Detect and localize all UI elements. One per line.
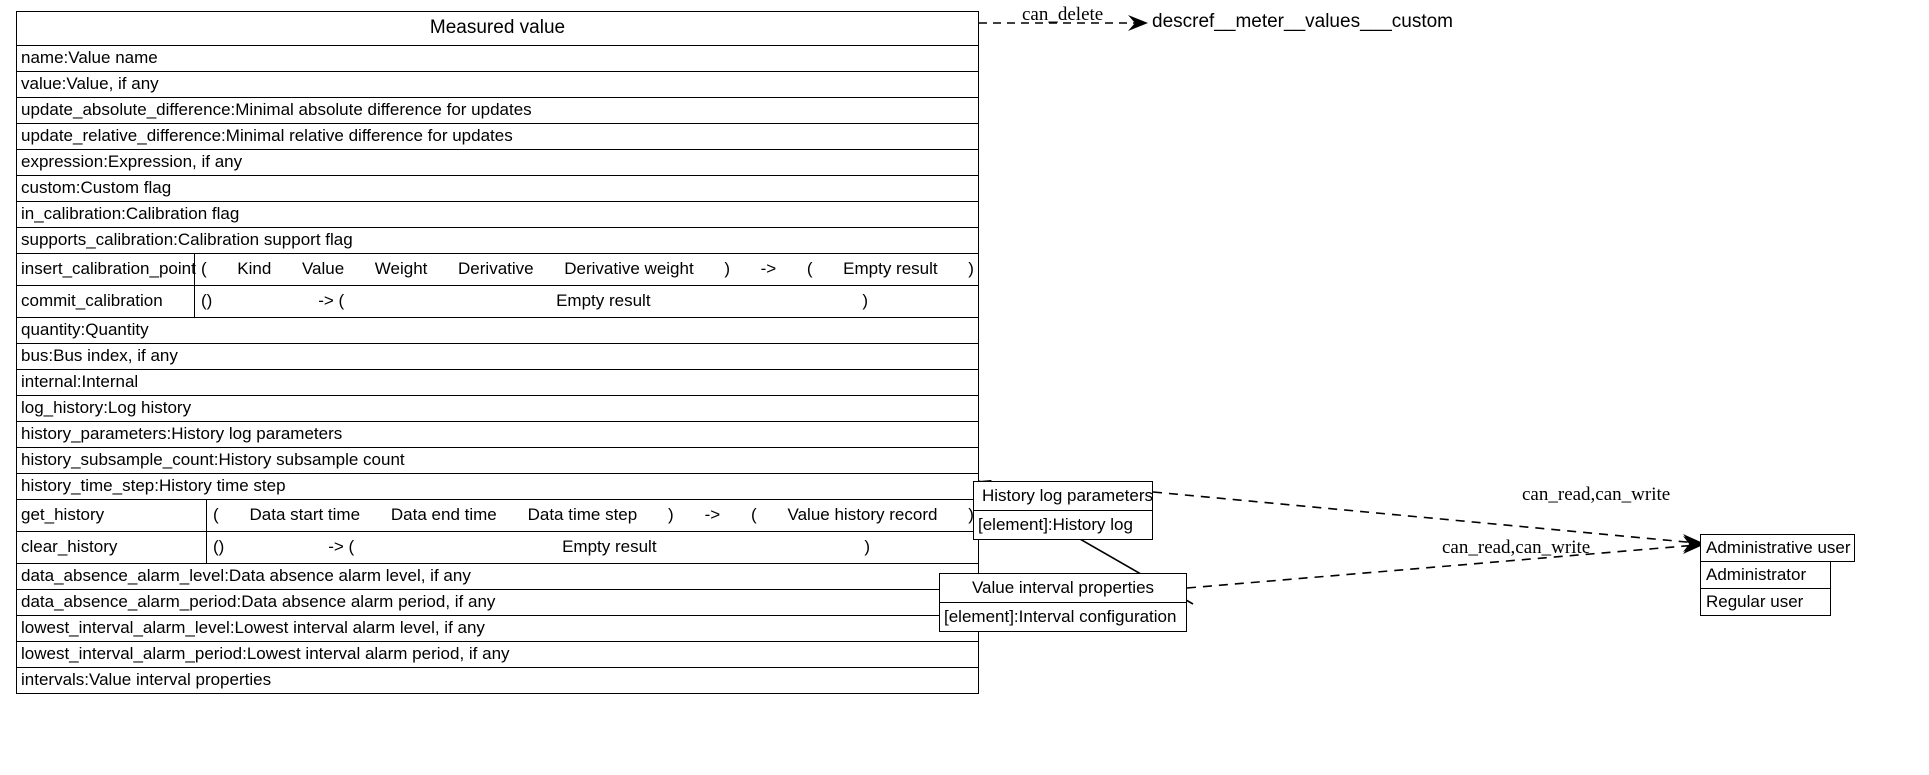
attribute-row: data_absence_alarm_level:Data absence al… <box>17 564 978 590</box>
sig-result: Empty result <box>843 259 938 278</box>
attribute-row: value:Value, if any <box>17 72 978 98</box>
attribute-row: intervals:Value interval properties <box>17 668 978 693</box>
class-title: Measured value <box>17 12 978 46</box>
sig-param: Derivative weight <box>564 259 694 278</box>
method-name: commit_calibration <box>17 286 195 317</box>
sig-result: Value history record <box>787 505 938 524</box>
sig-param: Derivative <box>458 259 534 278</box>
label-descref-meter-values-custom: descref__meter__values___custom <box>1152 11 1454 32</box>
attribute-row: lowest_interval_alarm_period:Lowest inte… <box>17 642 978 668</box>
sig-open-paren: () <box>201 291 213 310</box>
sig-param: Kind <box>237 259 272 278</box>
administrative-user-title: Administrative user <box>1700 534 1855 562</box>
attribute-row: supports_calibration:Calibration support… <box>17 228 978 254</box>
user-role-row: Administrator <box>1700 562 1831 589</box>
sig-param: Value <box>301 259 345 278</box>
sig-result-open: ( <box>806 259 813 278</box>
attribute-row: custom:Custom flag <box>17 176 978 202</box>
sig-result-close: ) <box>968 259 974 278</box>
sig-close-paren: ) <box>668 505 674 524</box>
attribute-row: history_subsample_count:History subsampl… <box>17 448 978 474</box>
method-name: get_history <box>17 500 207 531</box>
method-name: clear_history <box>17 532 207 563</box>
edge-label-can-read-can-write: can_read,can_write <box>1442 537 1591 558</box>
sig-arrow: -> <box>760 259 777 278</box>
attribute-row: quantity:Quantity <box>17 318 978 344</box>
method-signature: () -> ( Empty result ) <box>195 286 978 317</box>
sig-open-paren: () <box>213 537 225 556</box>
sig-param: Data end time <box>390 505 497 524</box>
attribute-row: history_parameters:History log parameter… <box>17 422 978 448</box>
history-log-title: History log parameters <box>974 482 1153 511</box>
class-box-measured-value: Measured value name:Value name value:Val… <box>16 11 979 694</box>
interval-title: Value interval properties <box>940 574 1186 603</box>
sig-result-close: ) <box>968 505 974 524</box>
sig-open-paren: ( <box>201 259 207 278</box>
sig-result-close: ) <box>864 537 871 556</box>
method-row: commit_calibration () -> ( Empty result … <box>17 286 978 318</box>
edge-label-can-read-can-write: can_read,can_write <box>1522 484 1671 505</box>
method-signature: ( Kind Value Weight Derivative Derivativ… <box>195 254 978 285</box>
method-signature: () -> ( Empty result ) <box>207 532 978 563</box>
attribute-row: lowest_interval_alarm_level:Lowest inter… <box>17 616 978 642</box>
attribute-row: update_relative_difference:Minimal relat… <box>17 124 978 150</box>
sig-arrow: -> <box>704 505 721 524</box>
method-row: insert_calibration_point ( Kind Value We… <box>17 254 978 286</box>
sig-result: Empty result <box>562 537 657 556</box>
sig-close-paren: ) <box>724 259 730 278</box>
attribute-row: update_absolute_difference:Minimal absol… <box>17 98 978 124</box>
attribute-row: internal:Internal <box>17 370 978 396</box>
method-signature: ( Data start time Data end time Data tim… <box>207 500 978 531</box>
sig-arrow: -> ( <box>318 291 345 310</box>
sig-result-open: ( <box>751 505 757 524</box>
class-box-value-interval-properties: Value interval properties [element]:Inte… <box>939 573 1187 632</box>
method-row: get_history ( Data start time Data end t… <box>17 500 978 532</box>
history-log-element-row: [element]:History log <box>978 515 1133 534</box>
sig-open-paren: ( <box>213 505 219 524</box>
method-name: insert_calibration_point <box>17 254 196 285</box>
sig-param: Data time step <box>527 505 638 524</box>
sig-result-close: ) <box>862 291 869 310</box>
class-box-history-log-parameters: History log parameters [element]:History… <box>973 481 1153 540</box>
sig-param: Data start time <box>249 505 361 524</box>
sig-param: Weight <box>374 259 428 278</box>
attribute-row: history_time_step:History time step <box>17 474 978 500</box>
interval-element-row: [element]:Interval configuration <box>944 607 1177 626</box>
attribute-row: name:Value name <box>17 46 978 72</box>
user-role-row: Regular user <box>1700 589 1831 616</box>
edge-label-can-delete: can_delete <box>1022 4 1104 25</box>
sig-result: Empty result <box>556 291 651 310</box>
sig-arrow: -> ( <box>328 537 355 556</box>
attribute-row: data_absence_alarm_period:Data absence a… <box>17 590 978 616</box>
attribute-row: in_calibration:Calibration flag <box>17 202 978 228</box>
attribute-row: bus:Bus index, if any <box>17 344 978 370</box>
attribute-row: expression:Expression, if any <box>17 150 978 176</box>
attribute-row: log_history:Log history <box>17 396 978 422</box>
method-row: clear_history () -> ( Empty result ) <box>17 532 978 564</box>
